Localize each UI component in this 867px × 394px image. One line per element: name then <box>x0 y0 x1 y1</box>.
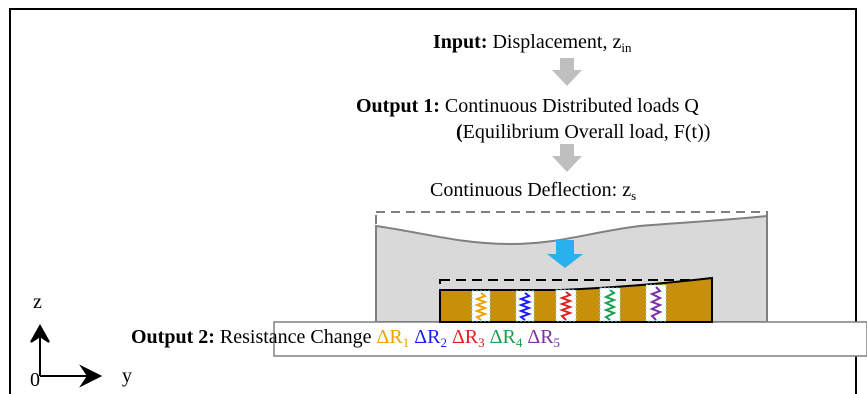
axis-y-label: y <box>122 365 132 387</box>
diagram-frame <box>9 8 857 394</box>
axis-origin-label: 0 <box>30 369 40 391</box>
delta-r1: ΔR1 <box>376 326 410 350</box>
axes <box>30 323 103 388</box>
input-bold: Input: <box>433 31 488 53</box>
delta-r3: ΔR3 <box>451 326 485 350</box>
flow-arrow-2 <box>552 144 582 172</box>
load-arrow <box>547 240 583 268</box>
spring-1 <box>474 292 488 321</box>
substrate <box>273 321 867 357</box>
axis-z-label: z <box>33 291 42 313</box>
output1-label: Output 1: Continuous Distributed loads Q <box>356 94 699 118</box>
output2-label: Output 2: Resistance Change ΔR1 ΔR2 ΔR3 … <box>131 325 560 349</box>
spring-3 <box>559 291 573 321</box>
output2-text: Resistance Change <box>219 326 372 348</box>
deflection-text: Continuous Deflection: z <box>430 179 632 201</box>
output1-text: Continuous Distributed loads Q <box>444 95 699 117</box>
deflection-label: Continuous Deflection: zs <box>430 178 636 202</box>
output1-paren: ( <box>456 121 463 143</box>
spring-5 <box>649 286 663 321</box>
output1-line2: (Equilibrium Overall load, F(t)) <box>456 120 710 144</box>
delta-r2: ΔR2 <box>414 326 447 350</box>
output2-bold: Output 2: <box>131 326 215 348</box>
deflection-sub: s <box>631 188 637 203</box>
delta-r5: ΔR5 <box>527 326 561 350</box>
flow-arrow-1 <box>552 58 582 86</box>
spring-4 <box>603 289 617 321</box>
delta-r4: ΔR4 <box>489 326 523 350</box>
input-text: Displacement, z <box>492 31 622 53</box>
spring-2 <box>518 292 532 321</box>
output1-bold: Output 1: <box>356 95 440 117</box>
output1-line2-text: Equilibrium Overall load, F(t)) <box>462 121 711 143</box>
input-sub: in <box>621 40 632 55</box>
input-label: Input: Displacement, zin <box>433 30 631 54</box>
